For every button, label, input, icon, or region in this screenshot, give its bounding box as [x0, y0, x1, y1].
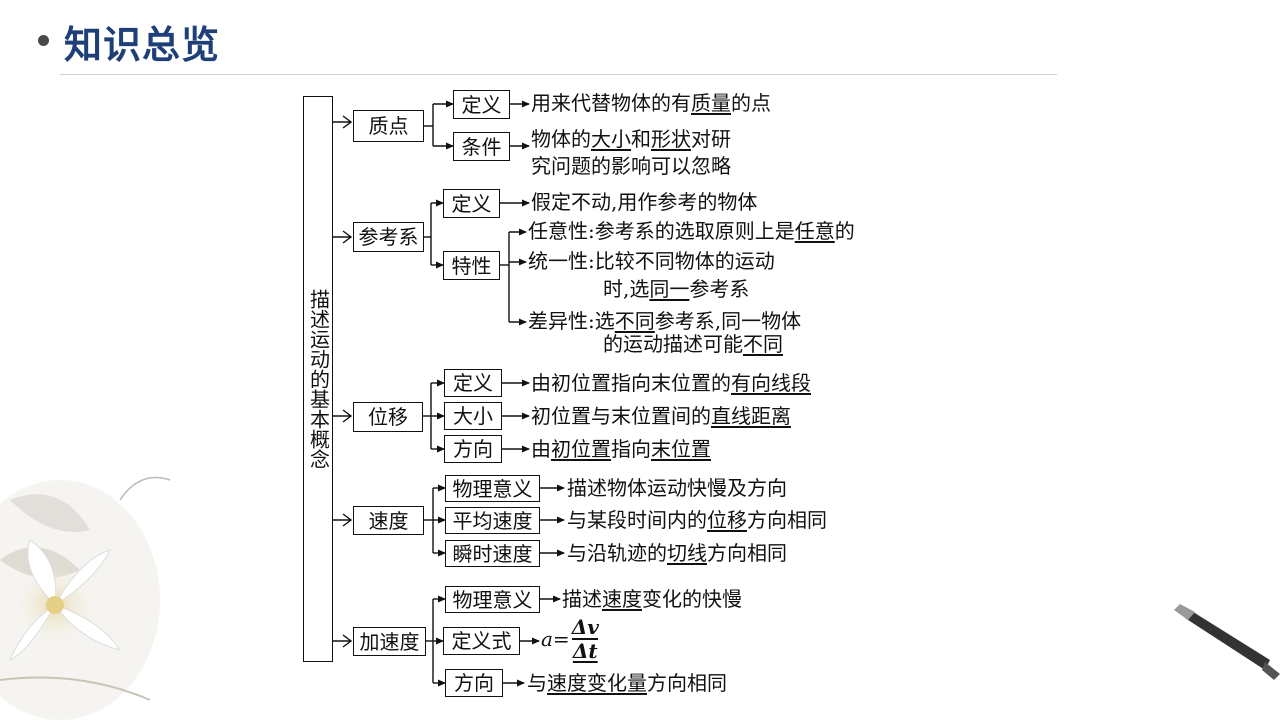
particle-definition-tag: 定义 [453, 90, 510, 119]
velocity-physical-meaning-text: 描述物体运动快慢及方向 [567, 476, 787, 500]
unity-text-1: 统一性:比较不同物体的运动 [528, 249, 775, 273]
formula-lhs: a= [541, 627, 570, 651]
displacement-direction-tag: 方向 [444, 435, 502, 463]
acceleration-formula-tag: 定义式 [443, 627, 520, 655]
reference-frame-definition-text: 假定不动,用作参考的物体 [531, 190, 758, 214]
particle-condition-tag: 条件 [453, 132, 510, 161]
title-divider [60, 74, 1057, 75]
velocity-box: 速度 [353, 506, 424, 535]
reference-frame-property-tag: 特性 [443, 251, 500, 280]
acceleration-direction-tag: 方向 [445, 669, 503, 697]
formula-numerator: Δv [571, 615, 599, 639]
displacement-definition-tag: 定义 [444, 369, 502, 397]
unity-text-2: 时,选同一参考系 [603, 277, 750, 301]
root-branches [333, 115, 353, 648]
displacement-magnitude-tag: 大小 [444, 402, 502, 430]
reference-frame-box: 参考系 [353, 222, 424, 252]
instant-velocity-tag: 瞬时速度 [445, 540, 540, 567]
average-velocity-text: 与某段时间内的位移方向相同 [567, 508, 827, 532]
arbitrariness-text: 任意性:参考系的选取原则上是任意的 [528, 219, 855, 243]
root-concept-box: 描述运动的基本概念 [303, 96, 333, 662]
displacement-box: 位移 [353, 402, 423, 432]
particle-definition-text: 用来代替物体的有质量的点 [531, 91, 771, 115]
displacement-direction-text: 由初位置指向末位置 [531, 437, 711, 461]
instant-velocity-text: 与沿轨迹的切线方向相同 [567, 541, 787, 565]
acceleration-physical-meaning-tag: 物理意义 [445, 586, 540, 613]
reference-frame-definition-tag: 定义 [443, 189, 500, 218]
acceleration-box: 加速度 [353, 627, 426, 656]
formula-denominator: Δt [572, 639, 598, 663]
particle-condition-text-2: 究问题的影响可以忽略 [531, 154, 731, 178]
acceleration-formula: a= Δv Δt [541, 617, 599, 661]
displacement-magnitude-text: 初位置与末位置间的直线距离 [531, 404, 791, 428]
title-bullet [38, 35, 49, 46]
velocity-physical-meaning-tag: 物理意义 [445, 475, 540, 502]
particle-condition-text-1: 物体的大小和形状对研 [531, 127, 731, 151]
flower-decoration [0, 476, 171, 720]
displacement-definition-text: 由初位置指向末位置的有向线段 [531, 371, 811, 395]
formula-fraction: Δv Δt [572, 617, 599, 661]
acceleration-direction-text: 与速度变化量方向相同 [527, 671, 727, 695]
particle-box: 质点 [353, 110, 424, 142]
difference-text-2: 的运动描述可能不同 [603, 332, 783, 356]
page-title: 知识总览 [64, 23, 221, 67]
difference-text-1: 差异性:选不同参考系,同一物体 [528, 309, 802, 333]
acceleration-physical-meaning-text: 描述速度变化的快慢 [562, 587, 742, 611]
fraction-bar [572, 638, 599, 640]
average-velocity-tag: 平均速度 [445, 507, 540, 534]
brush-decoration [1174, 604, 1280, 680]
